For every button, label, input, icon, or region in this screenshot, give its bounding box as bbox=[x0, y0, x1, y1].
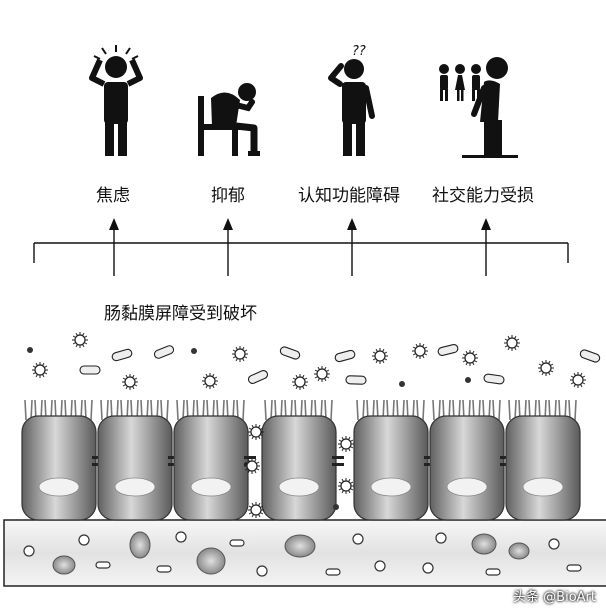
dot-bacterium bbox=[333, 504, 339, 510]
symptom-arrows bbox=[109, 218, 491, 276]
spiky-bacterium bbox=[122, 374, 138, 390]
symptom-label-anxiety: 焦虑 bbox=[96, 186, 130, 206]
arrow-social bbox=[481, 218, 491, 230]
epithelial-cell bbox=[173, 399, 256, 521]
rod-bacterium bbox=[345, 375, 367, 385]
spiky-bacterium bbox=[412, 343, 428, 359]
rod-bacterium bbox=[279, 346, 301, 360]
red-blood-cells bbox=[52, 531, 530, 575]
depressed-sitting-person-icon bbox=[198, 83, 260, 156]
spiky-bacterium bbox=[570, 372, 586, 388]
rod-bacterium bbox=[483, 373, 505, 385]
spiky-bacterium bbox=[338, 436, 354, 452]
nucleus bbox=[522, 477, 564, 497]
isolated-person-icon bbox=[439, 57, 518, 158]
epithelial-cell bbox=[505, 399, 581, 521]
question-marks: ?? bbox=[352, 44, 366, 59]
spiky-bacterium bbox=[32, 362, 48, 378]
spiky-bacterium bbox=[292, 374, 308, 390]
nucleus bbox=[446, 477, 488, 497]
spiky-bacterium bbox=[462, 350, 478, 366]
dot-bacterium bbox=[191, 348, 197, 354]
spiky-bacterium bbox=[504, 335, 520, 351]
epithelial-cell bbox=[261, 399, 344, 521]
arrow-anxiety bbox=[109, 218, 119, 230]
symptom-label-cognitive: 认知功能障碍 bbox=[298, 186, 400, 206]
confused-person-icon: ?? bbox=[328, 44, 375, 156]
epithelial-cell bbox=[21, 399, 104, 521]
arrow-cognitive bbox=[347, 218, 357, 230]
rod-bacterium bbox=[579, 349, 601, 363]
watermark: 头条 @BioArt bbox=[513, 590, 596, 605]
nucleus bbox=[370, 477, 412, 497]
spiky-bacterium bbox=[314, 366, 330, 382]
spiky-bacterium bbox=[244, 458, 260, 474]
spiky-bacterium bbox=[372, 348, 388, 364]
nucleus bbox=[278, 477, 320, 497]
spiky-bacterium bbox=[232, 346, 248, 362]
spiky-bacterium bbox=[338, 478, 354, 494]
rod-bacterium bbox=[79, 365, 101, 375]
dot-bacterium bbox=[399, 381, 405, 387]
anxious-person-icon bbox=[89, 45, 143, 156]
spiky-bacterium bbox=[248, 424, 264, 440]
symptom-label-depression: 抑郁 bbox=[211, 186, 245, 206]
epithelial-cell bbox=[353, 399, 436, 521]
dot-bacterium bbox=[465, 377, 471, 383]
symptom-bracket bbox=[33, 242, 569, 263]
rod-bacterium bbox=[153, 345, 175, 359]
vessel-microbes bbox=[23, 531, 582, 577]
dot-bacterium bbox=[27, 347, 33, 353]
luminal-bacteria bbox=[27, 332, 601, 518]
arrow-depression bbox=[223, 218, 233, 230]
epithelial-cell bbox=[97, 399, 180, 521]
spiky-bacterium bbox=[202, 373, 218, 389]
rod-bacterium bbox=[334, 349, 356, 363]
rod-bacterium bbox=[247, 370, 269, 384]
spiky-bacterium bbox=[72, 332, 88, 348]
nucleus bbox=[38, 477, 80, 497]
cause-label: 肠黏膜屏障受到破坏 bbox=[104, 304, 257, 324]
symptom-label-social: 社交能力受损 bbox=[432, 186, 534, 206]
epithelial-cell-layer bbox=[21, 399, 581, 521]
nucleus bbox=[114, 477, 156, 497]
rod-bacterium bbox=[111, 348, 133, 362]
blood-vessel bbox=[3, 519, 606, 587]
nucleus bbox=[190, 477, 232, 497]
epithelial-cell bbox=[429, 399, 512, 521]
spiky-bacterium bbox=[248, 502, 264, 518]
spiky-bacterium bbox=[538, 360, 554, 376]
rod-bacterium bbox=[437, 343, 459, 357]
